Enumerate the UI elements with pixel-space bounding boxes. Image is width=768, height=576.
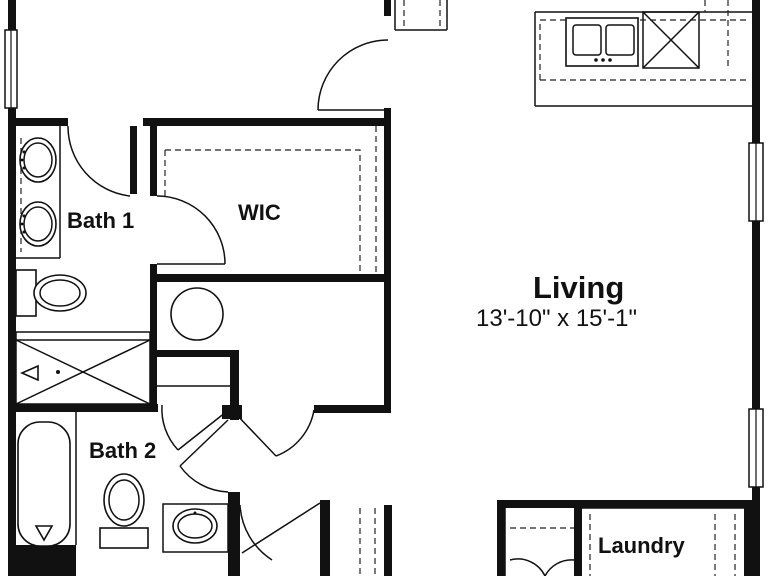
shower-icon	[15, 339, 151, 405]
toilet-icon	[15, 269, 87, 317]
sink-icon	[19, 137, 57, 183]
cabinetry	[15, 0, 752, 576]
room-label-wic: WIC	[238, 200, 281, 225]
walls	[4, 0, 764, 576]
room-label-laundry: Laundry	[598, 533, 685, 558]
water-heater-icon	[170, 287, 224, 341]
doors	[67, 39, 575, 576]
kitchen-sink-icon	[565, 17, 639, 67]
room-label-living: Living	[533, 270, 625, 305]
room-dimensions-living: 13'-10" x 15'-1"	[476, 305, 637, 332]
toilet-icon	[99, 473, 149, 549]
room-label-bath1: Bath 1	[67, 208, 135, 233]
bathtub-icon	[17, 421, 71, 547]
sink-icon	[172, 508, 218, 544]
fixtures	[15, 17, 639, 549]
sink-icon	[19, 201, 57, 247]
room-label-bath2: Bath 2	[89, 438, 157, 463]
